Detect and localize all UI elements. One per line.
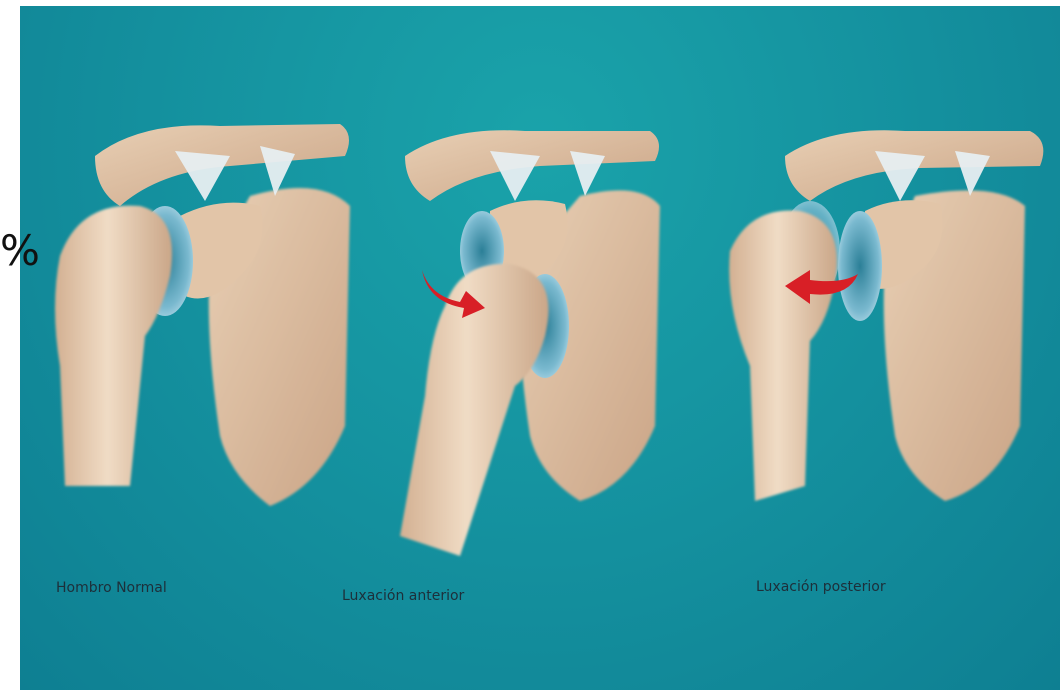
posterior-glenoid-cartilage <box>838 211 882 321</box>
normal-shoulder-figure <box>55 124 350 506</box>
caption-anterior-dislocation: Luxación anterior <box>342 588 464 604</box>
caption-normal-shoulder: Hombro Normal <box>56 580 167 596</box>
posterior-humerus <box>729 211 837 502</box>
anterior-shoulder-figure <box>400 130 660 556</box>
posterior-shoulder-figure <box>729 130 1043 501</box>
edge-text-fragment: % <box>0 230 40 272</box>
normal-humerus <box>55 206 172 486</box>
illustration-panel: Hombro Normal Luxación anterior Luxación… <box>20 6 1060 690</box>
shoulder-illustration <box>20 6 1060 690</box>
caption-posterior-dislocation: Luxación posterior <box>756 579 886 595</box>
